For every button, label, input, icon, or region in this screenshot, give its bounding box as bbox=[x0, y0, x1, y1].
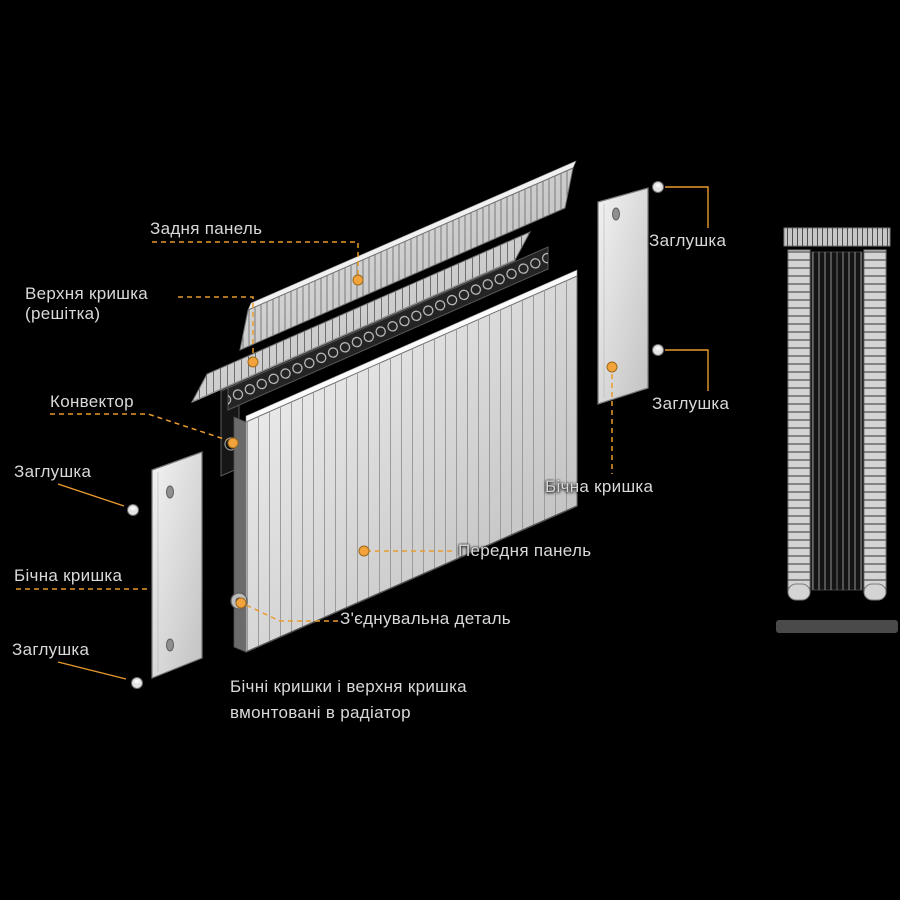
label-top-cover: Верхня кришка (решітка) bbox=[25, 284, 149, 324]
back-panel bbox=[239, 160, 577, 351]
leader-back-panel bbox=[152, 241, 359, 275]
cross-section-floor bbox=[776, 620, 898, 633]
marker-connector bbox=[235, 597, 247, 609]
label-connector: З'єднувальна деталь bbox=[340, 609, 511, 628]
leader-convector bbox=[50, 413, 228, 441]
side-cover-left bbox=[151, 451, 203, 679]
label-side-cover-left: Бічна кришка bbox=[14, 566, 123, 585]
plug-right bbox=[652, 344, 664, 356]
plug-top-right bbox=[652, 181, 664, 193]
leader-top-cover bbox=[178, 296, 254, 356]
plug-bottom-left bbox=[131, 677, 143, 689]
label-plug-right: Заглушка bbox=[652, 394, 730, 413]
leader-plug-top-right bbox=[665, 186, 709, 228]
marker-side-cover-right bbox=[606, 361, 618, 373]
label-side-cover-right: Бічна кришка bbox=[545, 477, 654, 496]
leader-plug-bottom-left bbox=[57, 661, 127, 680]
leader-connector bbox=[245, 604, 338, 622]
marker-front-panel bbox=[358, 545, 370, 557]
label-back-panel: Задня панель bbox=[150, 219, 263, 238]
note-mounted-covers: Бічні кришки і верхня кришка вмонтовані … bbox=[230, 677, 467, 723]
label-plug-left: Заглушка bbox=[14, 462, 92, 481]
marker-dots bbox=[227, 274, 618, 609]
label-plug-bottom-left: Заглушка bbox=[12, 640, 90, 659]
leader-lines bbox=[16, 186, 709, 680]
marker-convector bbox=[227, 437, 239, 449]
marker-back-panel bbox=[352, 274, 364, 286]
exploded-view bbox=[127, 160, 664, 689]
top-grille bbox=[190, 230, 532, 404]
marker-top-cover bbox=[247, 356, 259, 368]
leader-plug-right bbox=[665, 349, 709, 391]
label-convector: Конвектор bbox=[50, 392, 134, 411]
side-cover-right bbox=[597, 187, 649, 405]
label-plug-top-right: Заглушка bbox=[649, 231, 727, 250]
label-front-panel: Передня панель bbox=[458, 541, 592, 560]
front-panel bbox=[233, 269, 578, 653]
plug-left bbox=[127, 504, 139, 516]
cross-section-view bbox=[776, 227, 898, 633]
leader-plug-left bbox=[57, 483, 125, 507]
